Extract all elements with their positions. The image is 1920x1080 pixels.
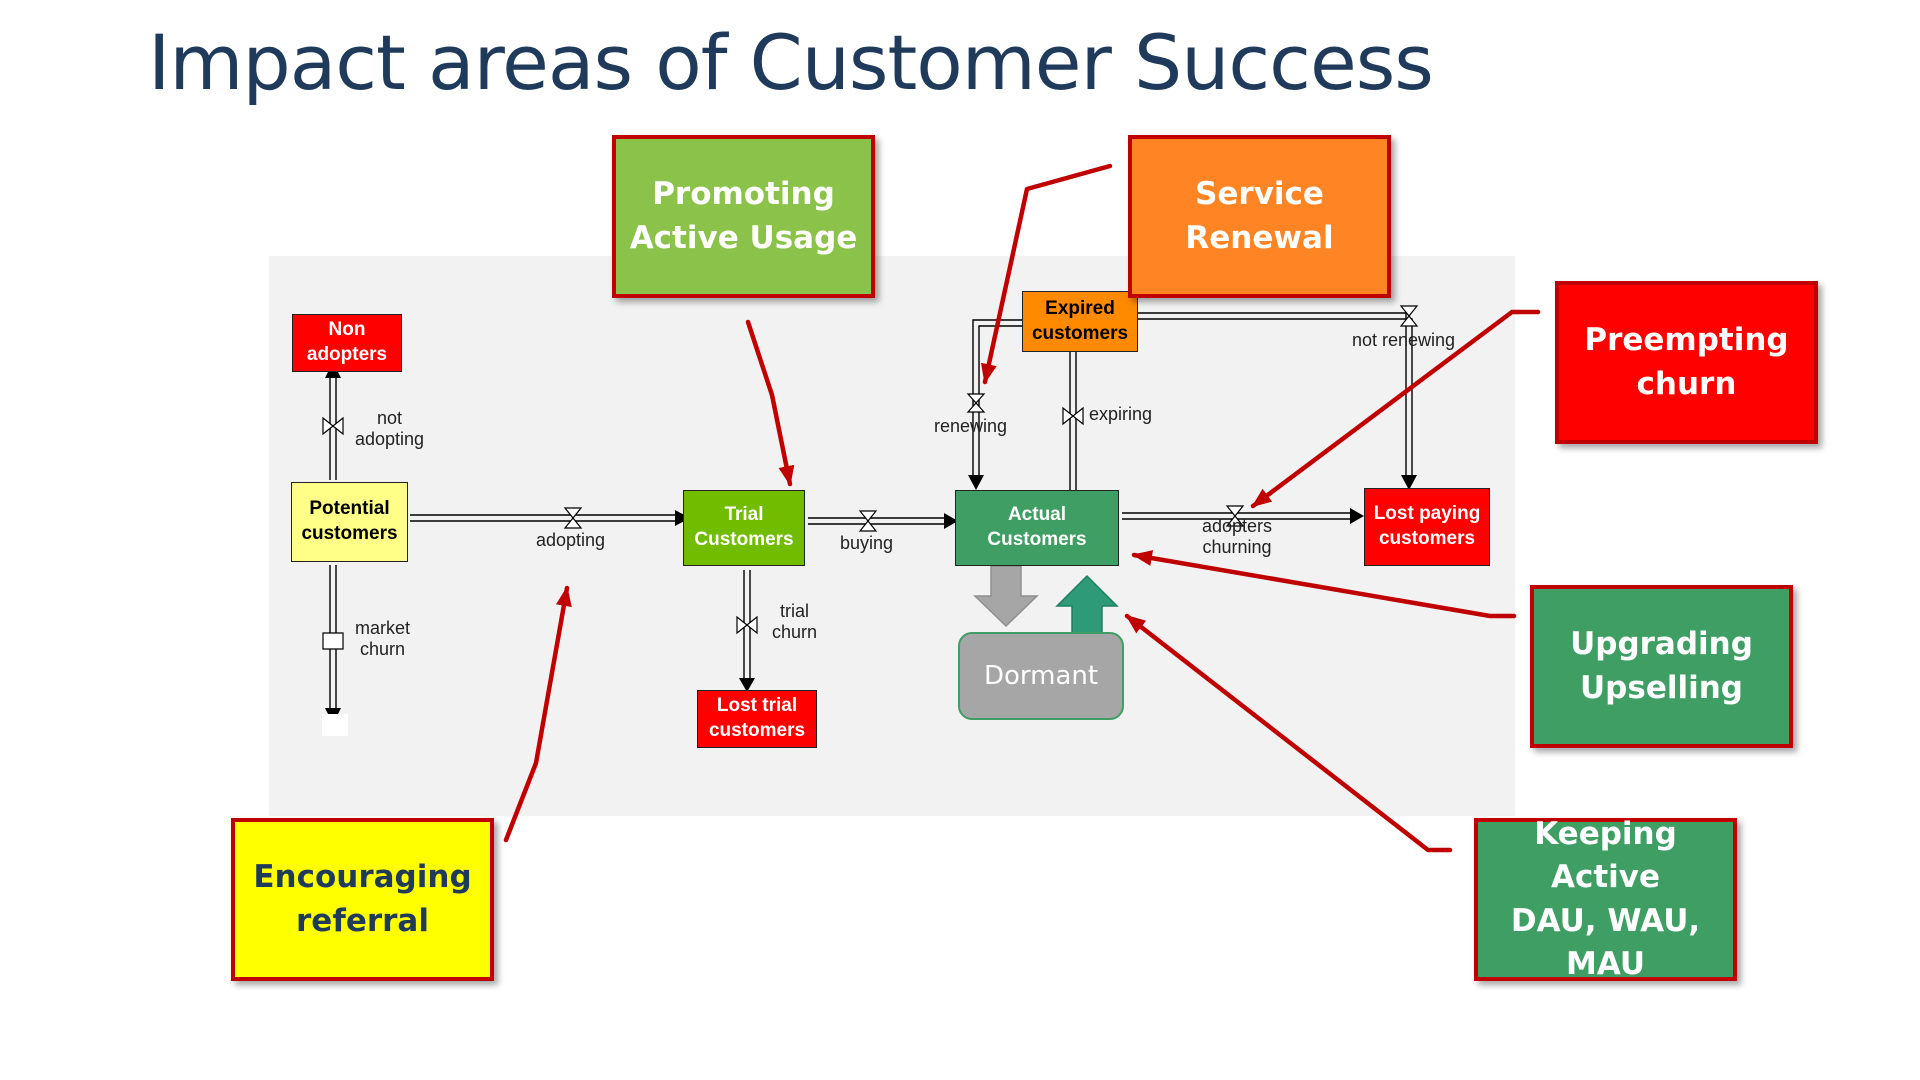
diagram-panel	[269, 256, 1515, 816]
flow-label-expiring: expiring	[1089, 404, 1153, 424]
valve-trial-churn	[736, 615, 758, 635]
valve-adopters-churning	[1225, 505, 1245, 527]
pointer-preempting-churn	[1250, 309, 1541, 509]
pointer-encouraging-referral	[503, 585, 572, 843]
pointer-promoting-active-usage	[745, 319, 795, 487]
flow-label-renewing: renewing	[934, 416, 1008, 436]
to-dormant-arrow	[973, 565, 1039, 628]
valve-not-renewing	[1399, 305, 1419, 327]
pointer-upgrading	[1131, 550, 1517, 619]
valve-market-churn	[322, 632, 344, 650]
valve-renewing	[966, 393, 986, 413]
pointer-service-renewal	[981, 163, 1113, 385]
pointer-keeping-active	[1124, 613, 1453, 853]
flow-label-not-renewing: not renewing	[1352, 330, 1456, 350]
flow-pipe-renewing	[972, 319, 1022, 478]
valve-expiring	[1062, 406, 1084, 426]
flow-label-adopting: adopting	[536, 530, 606, 550]
from-dormant-arrow	[1055, 574, 1119, 637]
valve-buying	[858, 510, 878, 532]
page-title: Impact areas of Customer Success	[148, 18, 1434, 107]
valve-adopting	[563, 507, 583, 529]
stock-dormant: Dormant	[958, 632, 1124, 720]
valve-not-adopting	[322, 416, 344, 436]
market-churn-sink	[322, 714, 348, 736]
flow-label-buying: buying	[840, 533, 894, 553]
